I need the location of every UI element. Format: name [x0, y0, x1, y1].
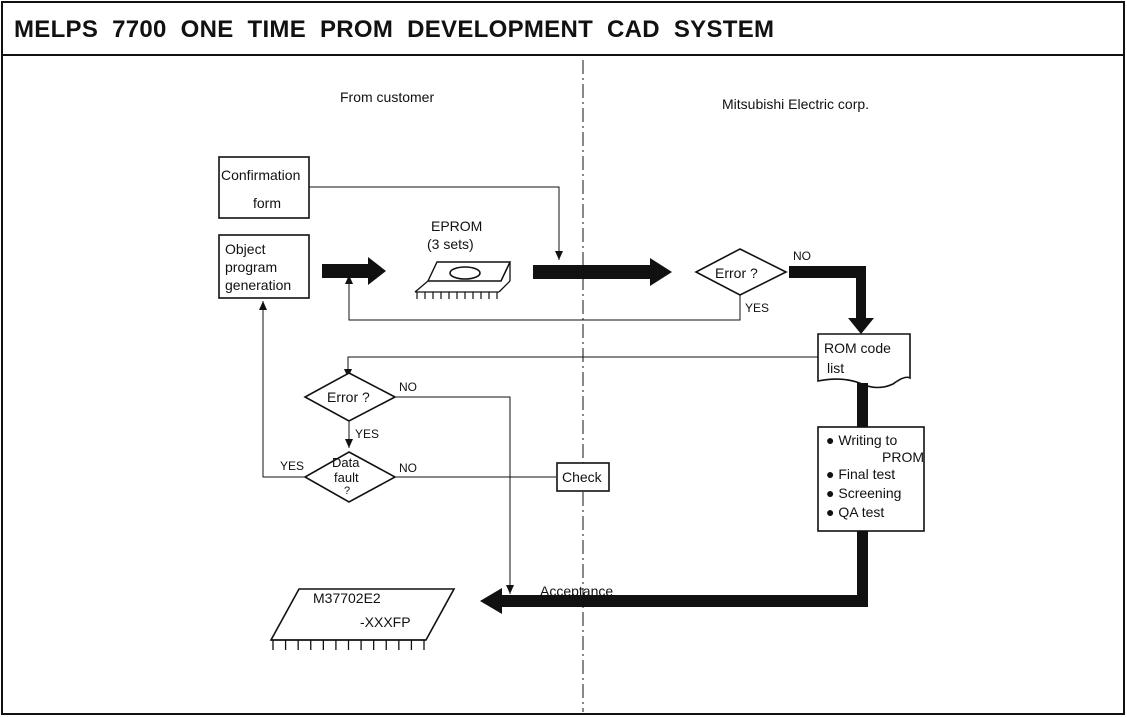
error-left-label: Error ?	[327, 389, 370, 405]
process-step-4-text: QA test	[838, 504, 885, 520]
process-box	[817, 426, 925, 532]
data-fault-label-1: Data	[332, 455, 360, 470]
no-label-left: NO	[399, 380, 417, 394]
column-label-right: Mitsubishi Electric corp.	[722, 96, 870, 112]
no-label-right: NO	[793, 249, 811, 263]
thick-arrow-no-right	[789, 266, 874, 334]
confirmation-connector	[309, 186, 563, 260]
yes-return-line-right	[345, 275, 741, 321]
process-step-2: ● Final test	[826, 466, 896, 482]
process-step-3-text: Screening	[838, 485, 902, 501]
chip-label-1: M37702E2	[313, 590, 381, 606]
process-step-4: ● QA test	[826, 504, 885, 520]
thick-arrow-acceptance	[480, 531, 868, 614]
datafault-yes-line	[259, 301, 305, 478]
yes-label-datafault: YES	[280, 459, 305, 473]
object-program-label-3: generation	[225, 277, 292, 293]
data-fault-label-2: fault	[334, 470, 359, 485]
data-fault-label-3: ?	[344, 485, 351, 497]
no-left-line	[395, 396, 514, 594]
rom-code-label-1: ROM code	[824, 340, 891, 356]
column-label-left: From customer	[340, 89, 435, 105]
check-box	[556, 462, 610, 492]
thick-arrow-1	[322, 257, 386, 285]
eprom-chip-icon	[414, 261, 512, 299]
object-program-label-1: Object	[225, 241, 266, 257]
yes-label-left: YES	[355, 427, 380, 441]
rom-code-label-2: list	[827, 360, 845, 376]
rom-code-list-doc	[817, 333, 911, 389]
process-step-2-text: Final test	[838, 466, 896, 482]
confirmation-label-1: Confirmation	[221, 167, 301, 183]
chip-label-2: -XXXFP	[360, 614, 411, 630]
yes-label-right: YES	[745, 301, 770, 315]
data-fault-decision	[303, 451, 397, 503]
process-step-1b: PROM	[882, 449, 924, 465]
error-right-label: Error ?	[715, 265, 758, 281]
process-step-1: ● Writing to	[826, 432, 898, 448]
acceptance-label: Acceptance	[540, 583, 614, 599]
eprom-label-1: EPROM	[431, 218, 483, 234]
thick-arrow-2	[533, 258, 672, 286]
process-step-3: ● Screening	[826, 485, 902, 501]
no-label-datafault: NO	[399, 461, 417, 475]
object-program-box	[218, 234, 310, 299]
object-program-label-2: program	[225, 259, 278, 275]
final-chip-icon	[269, 588, 456, 650]
thick-line-rom-to-process	[857, 383, 868, 427]
confirmation-label-2: form	[253, 195, 281, 211]
eprom-label-2: (3 sets)	[427, 236, 474, 252]
check-label: Check	[562, 469, 602, 485]
process-step-1-text: Writing to	[838, 432, 898, 448]
page-title: MELPS 7700 ONE TIME PROM DEVELOPMENT CAD…	[14, 16, 775, 43]
rom-code-connector	[344, 356, 818, 378]
